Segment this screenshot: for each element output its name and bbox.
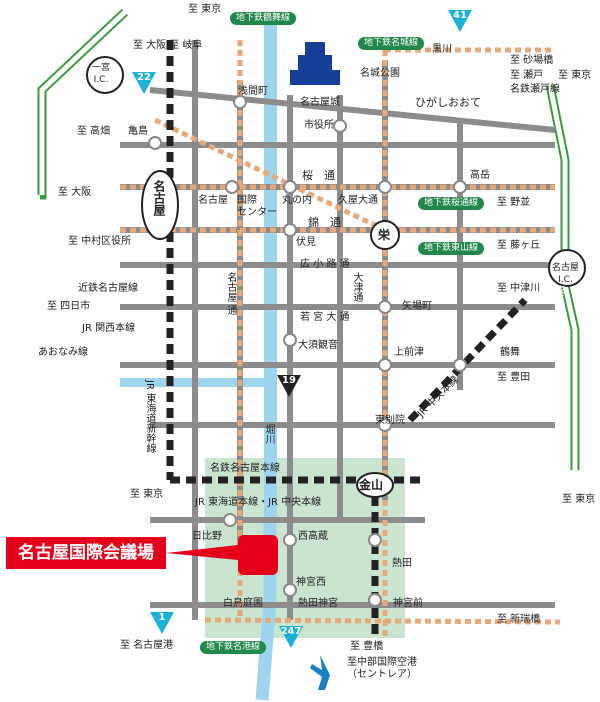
- to-shin-kibashi-label: 至 新瑞橋: [497, 614, 541, 625]
- kameshima-label: 亀島: [128, 126, 148, 137]
- to-nagoyako-label: 至 名古屋港: [120, 640, 174, 651]
- to-tokyo-top-label: 至 東京: [188, 4, 222, 15]
- meishin-expressway: [37, 8, 129, 200]
- chikusa-dori-label: 名古屋 通: [225, 272, 236, 316]
- sakae-circle: [370, 220, 400, 250]
- nagoya-castle-label: 名古屋城: [300, 97, 340, 108]
- to-sunadabashi-label: 至 砂場橋: [510, 55, 554, 66]
- subway-meijo-label: 地下鉄名城線: [358, 37, 425, 50]
- subway-higashiyama-label: 地下鉄東山線: [418, 242, 485, 255]
- shirotori-teien-label: 白鳥庭園: [223, 598, 263, 609]
- to-tokyo-bottom-left-label: 至 東京: [130, 489, 164, 500]
- higashi-betsuin-label: 東別院: [375, 415, 405, 426]
- station-circles: [148, 95, 467, 607]
- meijo-koen-label: 名城公園: [360, 68, 400, 79]
- venue-label[interactable]: 名古屋国際会議場: [6, 537, 166, 569]
- yabacho-label: 矢場町: [402, 301, 432, 312]
- atsuta-jingu-label: 熱田神宮: [298, 598, 338, 609]
- marunouchi-label: 丸の内: [282, 195, 312, 206]
- jingu-nishi-label: 神宮西: [296, 577, 326, 588]
- aonami-label: あおなみ線: [38, 347, 88, 358]
- jingumae-label: 神宮前: [393, 598, 423, 609]
- kanayama-label: 金山: [359, 478, 384, 492]
- kanayama-station-icon: [356, 472, 394, 498]
- tomei-label: 東名高速道路: [554, 285, 564, 339]
- to-osaka-left-label: 至 大阪: [58, 187, 92, 198]
- to-toyota-label: 至 豊田: [497, 372, 531, 383]
- hirokoji-dori-label: 広 小 路 通: [300, 259, 350, 270]
- osu-kannon-label: 大須観音: [298, 340, 338, 351]
- jr-kansai-label: JR 関西本線: [82, 323, 136, 334]
- kamimaezu-label: 上前津: [394, 347, 424, 358]
- to-nakamura-label: 至 中村区役所: [68, 236, 132, 247]
- to-tokyo-right-label: 至 東京: [558, 70, 592, 81]
- to-yokkaichi-label: 至 四日市: [47, 301, 91, 312]
- hisaya-odori-label: 久屋大通: [338, 195, 378, 206]
- to-toyoake-label: 至 豊橋: [350, 641, 384, 652]
- airplane-icon: [310, 655, 330, 690]
- to-takabata-label: 至 高畑: [77, 126, 111, 137]
- sakae-label: 栄: [378, 228, 391, 242]
- sakura-dori-label: 桜 通: [302, 169, 335, 182]
- station-nagoya-small-label: 名古屋: [198, 195, 228, 206]
- nagoya-ic-label: 名古屋 I.C.: [552, 263, 580, 285]
- higashi-ozone-label: ひがしおおて: [415, 96, 481, 109]
- nagoya-ic-icon: [548, 249, 586, 287]
- subway-sakuradori-label: 地下鉄桜通線: [418, 197, 485, 210]
- kokusai-center-label: 国際 センター: [237, 195, 277, 218]
- meitetsu-nagoya-line-label: 名鉄名古屋本線: [210, 463, 280, 474]
- jr-shinkansen-label: JR 東海道新幹線: [144, 380, 155, 454]
- atsuta-label: 熱田: [392, 558, 412, 569]
- nagoya-station-icon: [141, 170, 179, 240]
- meitetsu-seto-label: 名鉄瀬戸線: [510, 84, 560, 95]
- ichinomiya-ic-label: 一宮 I.C.: [92, 63, 111, 85]
- otsu-dori-label: 大津通: [351, 272, 362, 302]
- wakamiya-odori-label: 若 宮 大 通: [300, 312, 350, 323]
- kintetsu-nagoya-label: 近鉄名古屋線: [78, 283, 138, 294]
- nishi-takakura-label: 西高蔵: [298, 531, 328, 542]
- hori-kawa-label: 堀川: [263, 424, 274, 444]
- to-seto-label: 至 瀬戸: [510, 70, 544, 81]
- ichinomiya-ic-icon: [86, 56, 124, 94]
- sengencho-label: 浅間町: [238, 86, 268, 97]
- shiyakusho-label: 市役所: [304, 120, 334, 131]
- airport-label: 至中部国際空港 （セントレア）: [347, 657, 417, 680]
- nagoya-station-label: 名古屋: [152, 180, 166, 216]
- to-tokyo-bottom-right-label: 至 東京: [562, 494, 596, 505]
- to-yokobanami-label: 至 野並: [497, 197, 531, 208]
- to-nakatsugawa-label: 至 中津川: [497, 283, 541, 294]
- subway-lines: [120, 40, 561, 640]
- kurokawa-label: 黒川: [432, 44, 452, 55]
- fushimi-label: 伏見: [296, 237, 316, 248]
- jr-tokaido-chuo-label: JR 東海道本線・JR 中央本線: [195, 497, 322, 508]
- takaoka-label: 高岳: [470, 170, 490, 181]
- to-fujigaoka-label: 至 藤ヶ丘: [497, 240, 541, 251]
- tsurumai-label: 鶴舞: [500, 347, 520, 358]
- subway-tsurumai-label: 地下鉄鶴舞線: [230, 12, 297, 25]
- venue-marker: [238, 535, 278, 575]
- to-osaka-gifu-label: 至 大阪 至 岐阜: [133, 40, 203, 51]
- nishiki-dori-label: 錦 通: [308, 216, 341, 229]
- castle-icon: [290, 42, 340, 85]
- hibino-label: 日比野: [192, 531, 222, 542]
- subway-meiko-label: 地下鉄名港線: [200, 641, 267, 654]
